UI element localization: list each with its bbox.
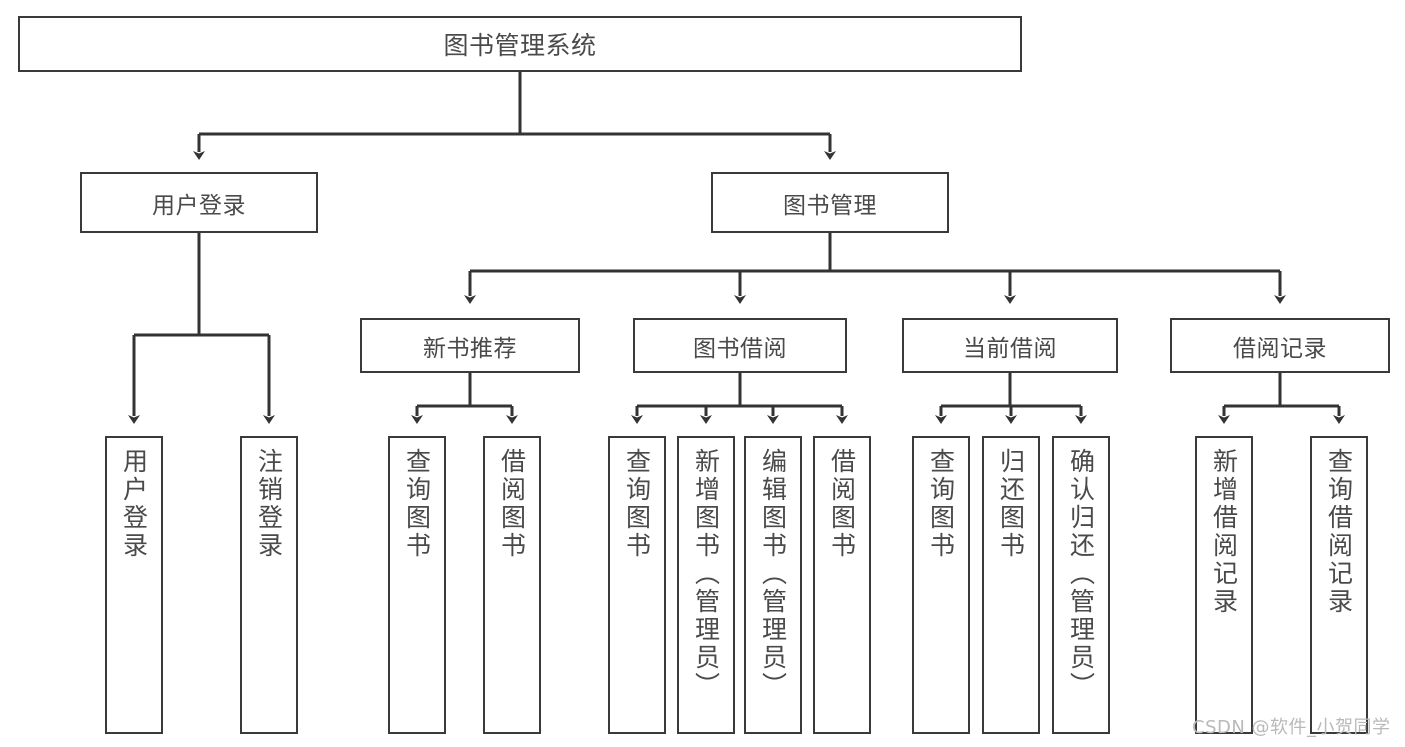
node-new-book-recommend[interactable]: 新书推荐 [360, 318, 580, 373]
node-new-book-recommend-label: 新书推荐 [423, 335, 517, 362]
leaf-borrow-record-query-label: 查询借阅记录 [1324, 448, 1354, 616]
leaf-user-login-login[interactable]: 用户登录 [105, 436, 163, 734]
leaf-current-borrow-return[interactable]: 归还图书 [982, 436, 1040, 734]
leaf-current-borrow-query-label: 查询图书 [926, 448, 956, 560]
node-book-management[interactable]: 图书管理 [711, 172, 949, 233]
leaf-book-borrow-edit[interactable]: 编辑图书（管理员） [744, 436, 802, 734]
leaf-current-borrow-query[interactable]: 查询图书 [912, 436, 970, 734]
leaf-current-borrow-confirm-label: 确认归还（管理员） [1066, 448, 1096, 700]
leaf-book-borrow-add-label: 新增图书（管理员） [691, 448, 721, 700]
leaf-book-borrow-edit-label: 编辑图书（管理员） [758, 448, 788, 700]
leaf-new-book-borrow-label: 借阅图书 [497, 448, 527, 560]
leaf-user-login-logout[interactable]: 注销登录 [240, 436, 298, 734]
leaf-new-book-borrow[interactable]: 借阅图书 [483, 436, 541, 734]
node-book-borrow-label: 图书借阅 [693, 335, 787, 362]
leaf-current-borrow-return-label: 归还图书 [996, 448, 1026, 560]
leaf-borrow-record-query[interactable]: 查询借阅记录 [1310, 436, 1368, 734]
leaf-book-borrow-query[interactable]: 查询图书 [608, 436, 666, 734]
node-user-login-label: 用户登录 [152, 192, 246, 219]
node-root-label: 图书管理系统 [443, 31, 597, 60]
leaf-borrow-record-add[interactable]: 新增借阅记录 [1195, 436, 1253, 734]
csdn-watermark: CSDN @软件_小贺同学 [1192, 717, 1391, 738]
node-borrow-record-label: 借阅记录 [1233, 335, 1327, 362]
node-current-borrow[interactable]: 当前借阅 [902, 318, 1118, 373]
leaf-book-borrow-query-label: 查询图书 [622, 448, 652, 560]
node-borrow-record[interactable]: 借阅记录 [1170, 318, 1390, 373]
node-user-login[interactable]: 用户登录 [80, 172, 318, 233]
leaf-user-login-logout-label: 注销登录 [254, 448, 284, 560]
leaf-new-book-query[interactable]: 查询图书 [388, 436, 446, 734]
leaf-new-book-query-label: 查询图书 [402, 448, 432, 560]
leaf-current-borrow-confirm[interactable]: 确认归还（管理员） [1052, 436, 1110, 734]
leaf-book-borrow-borrow-label: 借阅图书 [827, 448, 857, 560]
node-book-borrow[interactable]: 图书借阅 [633, 318, 847, 373]
node-current-borrow-label: 当前借阅 [963, 335, 1057, 362]
leaf-borrow-record-add-label: 新增借阅记录 [1209, 448, 1239, 616]
leaf-book-borrow-add[interactable]: 新增图书（管理员） [677, 436, 735, 734]
node-book-management-label: 图书管理 [783, 192, 877, 219]
leaf-user-login-login-label: 用户登录 [119, 448, 149, 560]
node-root-book-management-system[interactable]: 图书管理系统 [18, 16, 1022, 72]
leaf-book-borrow-borrow[interactable]: 借阅图书 [813, 436, 871, 734]
